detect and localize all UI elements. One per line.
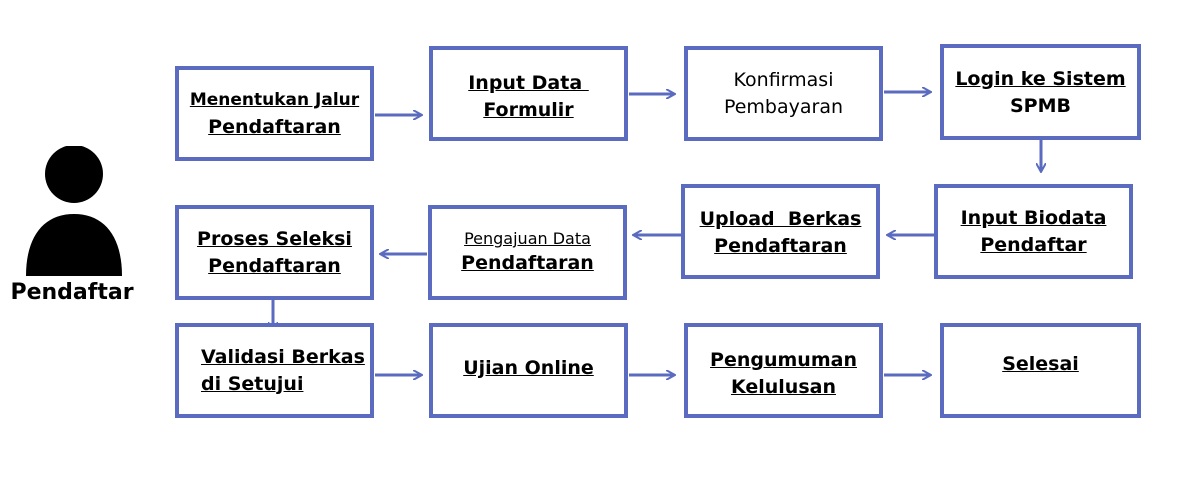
step-line-1: Konfirmasi <box>733 68 834 91</box>
step-konfirmasi-pembayaran: Konfirmasi Pembayaran <box>684 46 883 141</box>
step-ujian-online: Ujian Online <box>429 323 628 418</box>
step-menentukan-jalur: Menentukan Jalur Pendaftaran <box>175 66 374 161</box>
step-proses-seleksi: Proses Seleksi Pendaftaran <box>175 205 374 300</box>
step-line-2: Pendaftaran <box>461 252 594 274</box>
step-login-sistem: Login ke Sistem SPMB <box>940 44 1141 140</box>
step-line-1: Menentukan Jalur <box>189 89 360 110</box>
step-line-1: Ujian Online <box>463 357 594 379</box>
step-pengumuman-kelulusan: Pengumuman Kelulusan <box>684 323 883 418</box>
step-line-1: Login ke Sistem <box>955 68 1126 90</box>
step-line-2: di Setujui <box>201 372 304 395</box>
step-input-data-formulir: Input Data Formulir <box>429 46 628 141</box>
step-line-1: Proses Seleksi <box>197 227 352 250</box>
step-line-2: Pendaftaran <box>208 115 341 138</box>
step-line-1: Validasi Berkas <box>201 345 365 368</box>
step-line-1: Input Biodata <box>960 206 1107 229</box>
actor-label: Pendaftar <box>10 280 134 305</box>
person-icon <box>26 146 122 276</box>
step-upload-berkas: Upload Berkas Pendaftaran <box>681 184 880 279</box>
step-line-1: Upload Berkas <box>699 208 862 230</box>
step-validasi-berkas: Validasi Berkas di Setujui <box>175 323 374 418</box>
step-line-1: Pengumuman <box>710 349 857 371</box>
step-line-2: Pembayaran <box>723 95 844 118</box>
step-pengajuan-data: Pengajuan Data Pendaftaran <box>428 205 627 300</box>
step-line-2: Pendaftaran <box>714 235 847 257</box>
step-line-2: Formulir <box>483 99 574 121</box>
step-input-biodata: Input Biodata Pendaftar <box>934 184 1133 279</box>
step-line-1: Input Data <box>468 72 589 94</box>
step-line-2: Pendaftaran <box>208 254 341 277</box>
step-selesai: Selesai <box>940 323 1141 418</box>
step-line-2: Pendaftar <box>980 233 1087 256</box>
step-line-2: SPMB <box>1010 95 1071 117</box>
step-line-1: Selesai <box>1002 353 1079 375</box>
step-line-1: Pengajuan Data <box>464 229 591 248</box>
step-line-2: Kelulusan <box>730 376 836 398</box>
